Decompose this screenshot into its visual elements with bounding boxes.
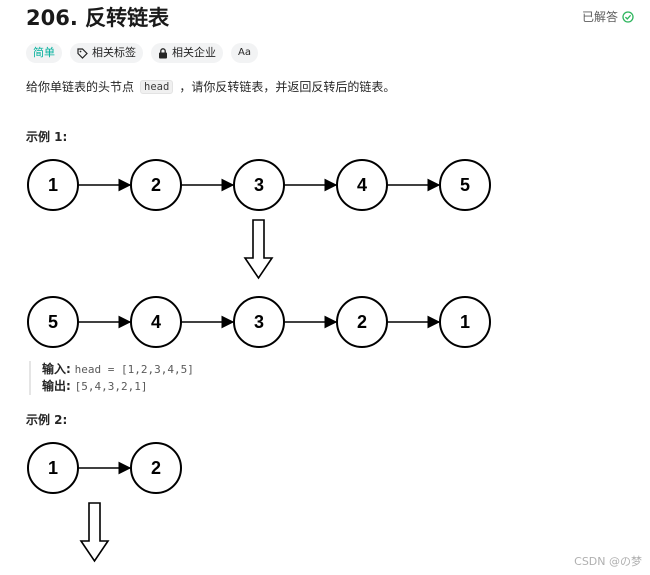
list-node (439, 159, 491, 211)
list-node-value: 5 (460, 175, 470, 195)
font-size-button[interactable]: Aa (231, 43, 258, 63)
solved-status: 已解答 (582, 8, 634, 25)
watermark: CSDN @の梦 (574, 555, 642, 568)
topics-tag[interactable]: 相关标签 (70, 43, 143, 63)
list-node-value: 3 (254, 175, 264, 195)
list-node-value: 1 (460, 312, 470, 332)
example-2-title: 示例 2: (26, 413, 68, 427)
list-node-value: 4 (357, 175, 367, 195)
down-arrow-icon (243, 219, 274, 280)
tag-bar: 简单 相关标签 相关企业 Aa (26, 43, 258, 63)
down-arrow-icon (79, 502, 110, 563)
tag-icon (77, 47, 88, 59)
output-value: [5,4,3,2,1] (74, 380, 148, 393)
list-node-value: 3 (254, 312, 264, 332)
example-1-io: 输入: head = [1,2,3,4,5] 输出: [5,4,3,2,1] (29, 361, 194, 395)
list-node (130, 442, 182, 494)
description-text-before: 给你单链表的头节点 (26, 80, 135, 94)
difficulty-tag[interactable]: 简单 (26, 43, 62, 63)
check-circle-icon (622, 10, 634, 23)
example-1-input-list: 1 2 3 4 5 (27, 159, 491, 211)
topics-label: 相关标签 (92, 46, 136, 59)
companies-label: 相关企业 (172, 46, 216, 59)
output-label: 输出: (42, 379, 71, 393)
description-text-after: ，请你反转链表，并返回反转后的链表。 (179, 80, 396, 94)
list-node-value: 2 (151, 175, 161, 195)
difficulty-label: 简单 (33, 46, 55, 59)
companies-tag[interactable]: 相关企业 (151, 43, 223, 63)
list-node-value: 4 (151, 312, 161, 332)
inline-code-head: head (140, 79, 174, 94)
lock-icon (158, 47, 168, 59)
list-node-value: 2 (357, 312, 367, 332)
example-1-title: 示例 1: (26, 130, 68, 144)
list-node-value: 1 (48, 458, 58, 478)
problem-description: 给你单链表的头节点 head ，请你反转链表，并返回反转后的链表。 (26, 78, 395, 95)
solved-label: 已解答 (581, 10, 618, 24)
font-size-icon: Aa (238, 47, 251, 58)
list-node (439, 296, 491, 348)
input-value: head = [1,2,3,4,5] (74, 363, 194, 376)
output-line: 输出: [5,4,3,2,1] (42, 378, 194, 395)
input-line: 输入: head = [1,2,3,4,5] (42, 361, 194, 378)
list-node-value: 2 (151, 458, 161, 478)
problem-title: 206. 反转链表 (26, 6, 170, 30)
list-node-value: 5 (48, 312, 58, 332)
example-1-output-list: 5 4 3 2 1 (27, 296, 491, 348)
list-node-value: 1 (48, 175, 58, 195)
input-label: 输入: (42, 362, 71, 376)
